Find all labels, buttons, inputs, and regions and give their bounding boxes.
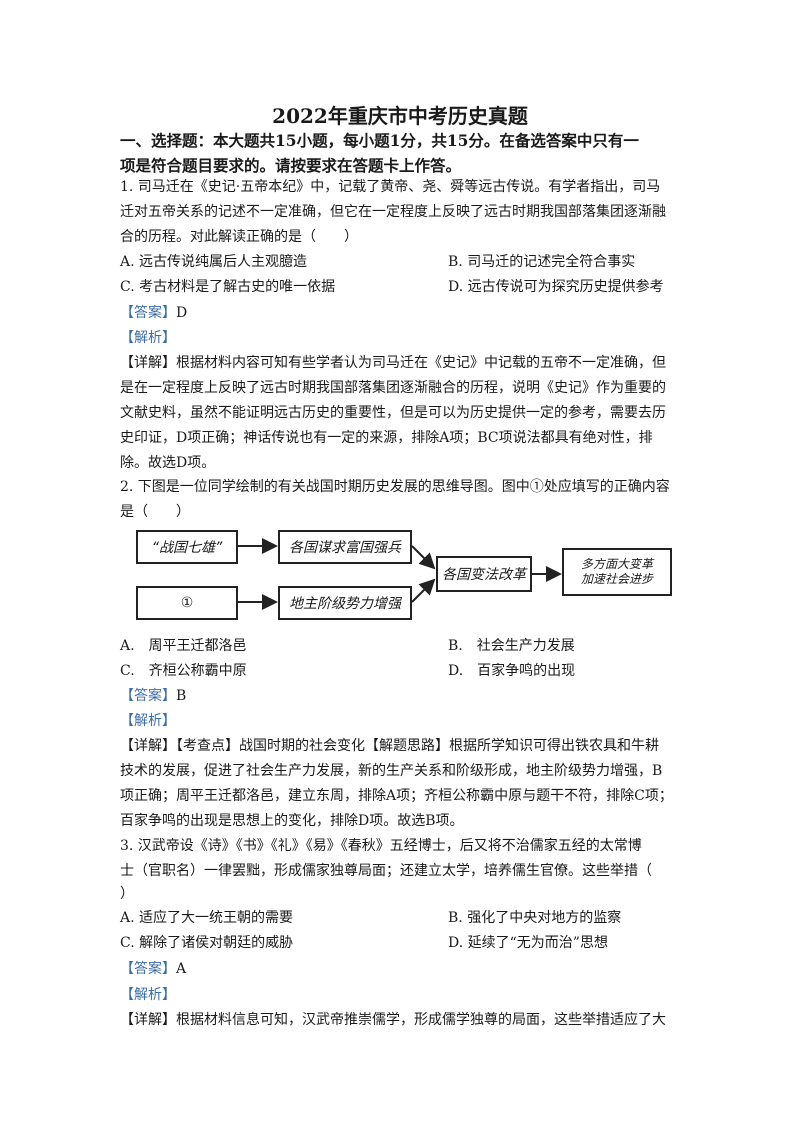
- q1-option-c: C. 考古材料是了解古史的唯一依据: [120, 279, 336, 295]
- diagram-box-reforms: 各国变法改革: [436, 556, 532, 592]
- q3-option-c: C. 解除了诸侯对朝廷的威胁: [120, 935, 294, 951]
- q1-detail-line-3: 文献史料，虽然不能证明远古历史的重要性，但是可以为历史提供一定的参考，需要去历: [120, 405, 666, 421]
- q2-stem-line-1: 2. 下图是一位同学绘制的有关战国时期历史发展的思维导图。图中①处应填写的正确内…: [120, 479, 670, 495]
- q2-option-b: B. 社会生产力发展: [448, 638, 575, 654]
- section-heading-line-1: 一、选择题：本大题共15小题，每小题1分，共15分。在备选答案中只有一: [120, 131, 639, 150]
- q2-detail-line-2: 技术的发展，促进了社会生产力发展，新的生产关系和阶级形成，地主阶级势力增强，B: [120, 763, 663, 779]
- q1-stem-line-2: 迁对五帝关系的记述不一定准确，但它在一定程度上反映了远古时期我国部落集团逐渐融: [120, 204, 666, 220]
- diagram-box6-line-1: 多方面大变革: [580, 557, 653, 571]
- arrow-box4-box5: [411, 578, 436, 603]
- q3-stem-line-3: ）: [120, 886, 134, 902]
- detail-tag: 【详解】: [120, 355, 176, 371]
- q1-option-a: A. 远古传说纯属后人主观臆造: [120, 254, 308, 270]
- diagram-arrows: [238, 538, 562, 610]
- q1-detail-line-4: 史印证，D项正确；神话传说也有一定的来源，排除A项；BC项说法都具有绝对性，排: [120, 430, 653, 446]
- q2-detail-line-4: 百家争鸣的出现是思想上的变化，排除D项。故选B项。: [120, 813, 464, 829]
- answer-tag: 【答案】: [120, 305, 176, 321]
- detail-text: 【考查点】战国时期的社会变化【解题思路】根据所学知识可得出铁农具和牛耕: [176, 738, 659, 754]
- q3-option-d: D. 延续了“无为而治”思想: [448, 935, 608, 951]
- q2-option-a: A. 周平王迁都洛邑: [120, 638, 247, 654]
- q3-stem-line-2: 士（官职名）一律罢黜，形成儒家独尊局面；还建立太学，培养儒生官僚。这些举措（: [120, 863, 652, 879]
- section-heading-line-2: 项是符合题目要求的。请按要求在答题卡上作答。: [120, 156, 462, 175]
- answer-value: D: [176, 305, 188, 321]
- mind-map-diagram: “战国七雄” ① 各国谋求富国强兵 地主阶级势力增强 各国变法改革 多方面大变革…: [126, 520, 686, 630]
- diagram-box-warring-states: “战国七雄”: [136, 530, 238, 564]
- diagram-box6-line-2: 加速社会进步: [580, 572, 653, 586]
- diagram-box-blank: ①: [136, 586, 238, 620]
- q1-answer: 【答案】D: [120, 301, 690, 326]
- q3-detail-line-1: 【详解】根据材料信息可知，汉武帝推崇儒学，形成儒学独尊的局面，这些举措适应了大: [120, 1008, 690, 1033]
- diagram-box-landlord-power: 地主阶级势力增强: [278, 586, 412, 620]
- answer-tag: 【答案】: [120, 688, 176, 704]
- q3-option-a: A. 适应了大一统王朝的需要: [120, 910, 294, 926]
- q1-stem-line-3: 合的历程。对此解读正确的是（ ）: [120, 229, 358, 245]
- q1-detail-line-5: 除。故选D项。: [120, 455, 216, 471]
- detail-tag: 【详解】: [120, 1012, 176, 1028]
- q2-option-d: D. 百家争鸣的出现: [448, 663, 576, 679]
- q3-stem-line-1: 3. 汉武帝设《诗》《书》《礼》《易》《春秋》五经博士，后又将不治儒家五经的太常…: [120, 838, 642, 854]
- q2-option-c: C. 齐桓公称霸中原: [120, 663, 247, 679]
- diagram-box-great-change: 多方面大变革 加速社会进步: [562, 548, 672, 596]
- q2-analysis-tag: 【解析】: [120, 713, 176, 729]
- q1-detail-line-1: 【详解】根据材料内容可知有些学者认为司马迁在《史记》中记载的五帝不一定准确，但: [120, 351, 690, 376]
- q2-answer: 【答案】B: [120, 684, 690, 709]
- q2-detail-line-1: 【详解】【考查点】战国时期的社会变化【解题思路】根据所学知识可得出铁农具和牛耕: [120, 734, 690, 759]
- diagram-box-seek-wealth: 各国谋求富国强兵: [278, 530, 412, 564]
- answer-value: B: [176, 688, 187, 704]
- q3-option-b: B. 强化了中央对地方的监察: [448, 910, 622, 926]
- answer-tag: 【答案】: [120, 961, 176, 977]
- q3-answer: 【答案】A: [120, 957, 690, 982]
- detail-text: 根据材料内容可知有些学者认为司马迁在《史记》中记载的五帝不一定准确，但: [176, 355, 666, 371]
- q3-analysis-tag: 【解析】: [120, 987, 176, 1003]
- q2-stem-line-2: 是（ ）: [120, 504, 190, 520]
- q1-option-d: D. 远古传说可为探究历史提供参考: [448, 279, 664, 295]
- page-title: 2022年重庆市中考历史真题: [272, 104, 528, 128]
- q1-stem-line-1: 1. 司马迁在《史记·五帝本纪》中，记载了黄帝、尧、舜等远古传说。有学者指出，司…: [120, 179, 661, 195]
- q1-option-b: B. 司马迁的记述完全符合事实: [448, 254, 636, 270]
- detail-text: 根据材料信息可知，汉武帝推崇儒学，形成儒学独尊的局面，这些举措适应了大: [176, 1012, 666, 1028]
- arrow-box3-box5: [411, 545, 436, 570]
- detail-tag: 【详解】: [120, 738, 176, 754]
- q2-detail-line-3: 项正确；周平王迁都洛邑，建立东周，排除A项；齐桓公称霸中原与题干不符，排除C项；: [120, 788, 673, 804]
- q1-analysis-tag: 【解析】: [120, 330, 176, 346]
- q1-detail-line-2: 是在一定程度上反映了远古时期我国部落集团逐渐融合的历程，说明《史记》作为重要的: [120, 380, 666, 396]
- answer-value: A: [176, 961, 187, 977]
